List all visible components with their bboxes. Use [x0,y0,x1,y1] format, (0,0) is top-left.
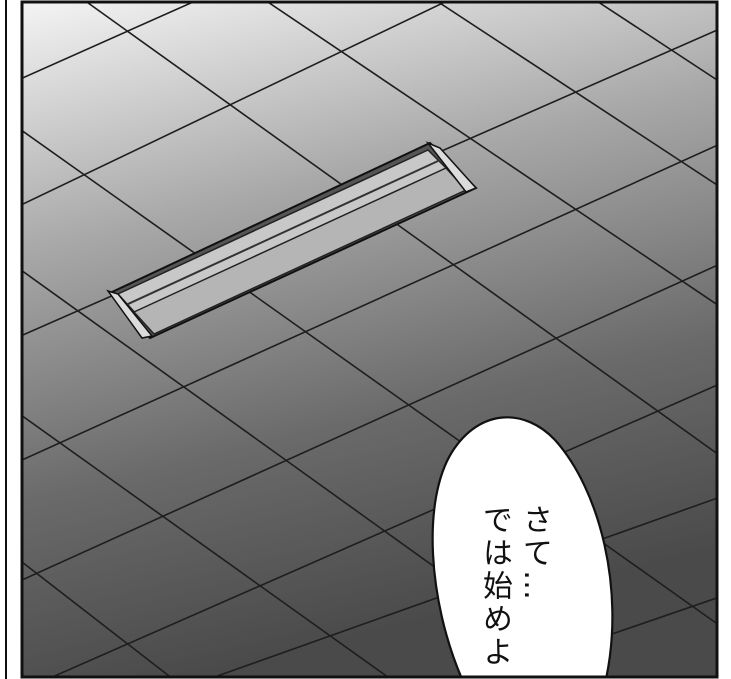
ceiling-surface [22,2,717,677]
panel-border [20,0,719,679]
fluorescent-light-fixture [106,141,478,340]
speech-line-1: さて… [517,504,552,603]
speech-bubble [431,416,614,677]
speech-line-2: では始めよ [477,504,512,669]
